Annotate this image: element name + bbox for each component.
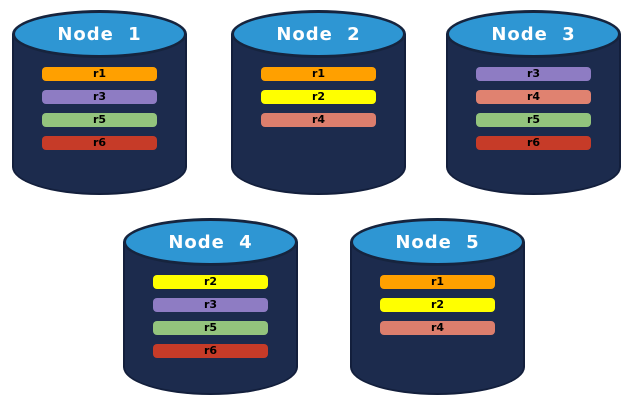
node-1-cylinder: Node 1 r1 r3 r5 r6 xyxy=(12,10,187,195)
replica-label: r6 xyxy=(92,136,107,149)
replica-list: r3 r4 r5 r6 xyxy=(476,67,591,150)
replica-bar: r6 xyxy=(476,136,591,150)
replica-label: r4 xyxy=(526,90,541,103)
replica-label: r5 xyxy=(526,113,541,126)
replica-bar: r6 xyxy=(153,344,268,358)
replica-label: r4 xyxy=(430,321,445,334)
replica-list: r2 r3 r5 r6 xyxy=(153,275,268,358)
replica-bar: r1 xyxy=(42,67,157,81)
node-title: Node 4 xyxy=(168,231,253,253)
replica-bar: r4 xyxy=(380,321,495,335)
cylinder-top-ellipse: Node 4 xyxy=(123,218,298,266)
replica-bar: r3 xyxy=(476,67,591,81)
replica-label: r6 xyxy=(203,344,218,357)
node-4-cylinder: Node 4 r2 r3 r5 r6 xyxy=(123,218,298,395)
replica-label: r6 xyxy=(526,136,541,149)
cylinder-top-ellipse: Node 5 xyxy=(350,218,525,266)
node-5-cylinder: Node 5 r1 r2 r4 xyxy=(350,218,525,395)
replica-label: r4 xyxy=(311,113,326,126)
replica-bar: r5 xyxy=(153,321,268,335)
replica-bar: r2 xyxy=(261,90,376,104)
replica-label: r5 xyxy=(92,113,107,126)
replica-bar: r3 xyxy=(42,90,157,104)
replica-list: r1 r2 r4 xyxy=(261,67,376,127)
replica-bar: r1 xyxy=(380,275,495,289)
node-title: Node 2 xyxy=(276,23,361,45)
cylinder-body xyxy=(123,242,298,395)
replica-label: r3 xyxy=(203,298,218,311)
replica-label: r5 xyxy=(203,321,218,334)
node-3-cylinder: Node 3 r3 r4 r5 r6 xyxy=(446,10,621,195)
replica-bar: r5 xyxy=(476,113,591,127)
node-title: Node 1 xyxy=(57,23,142,45)
node-title: Node 5 xyxy=(395,231,480,253)
cylinder-top-ellipse: Node 3 xyxy=(446,10,621,58)
replica-label: r3 xyxy=(92,90,107,103)
replica-label: r1 xyxy=(430,275,445,288)
replica-label: r2 xyxy=(430,298,445,311)
replica-bar: r5 xyxy=(42,113,157,127)
replica-bar: r3 xyxy=(153,298,268,312)
cylinder-top-ellipse: Node 1 xyxy=(12,10,187,58)
replica-list: r1 r2 r4 xyxy=(380,275,495,335)
replica-bar: r4 xyxy=(476,90,591,104)
node-2-cylinder: Node 2 r1 r2 r4 xyxy=(231,10,406,195)
replica-bar: r2 xyxy=(153,275,268,289)
cylinder-body xyxy=(350,242,525,395)
replica-label: r1 xyxy=(92,67,107,80)
replica-bar: r4 xyxy=(261,113,376,127)
replica-list: r1 r3 r5 r6 xyxy=(42,67,157,150)
replica-label: r3 xyxy=(526,67,541,80)
replica-bar: r1 xyxy=(261,67,376,81)
replica-label: r2 xyxy=(203,275,218,288)
replica-bar: r6 xyxy=(42,136,157,150)
node-title: Node 3 xyxy=(491,23,576,45)
replica-label: r1 xyxy=(311,67,326,80)
replica-bar: r2 xyxy=(380,298,495,312)
cylinder-top-ellipse: Node 2 xyxy=(231,10,406,58)
replica-label: r2 xyxy=(311,90,326,103)
